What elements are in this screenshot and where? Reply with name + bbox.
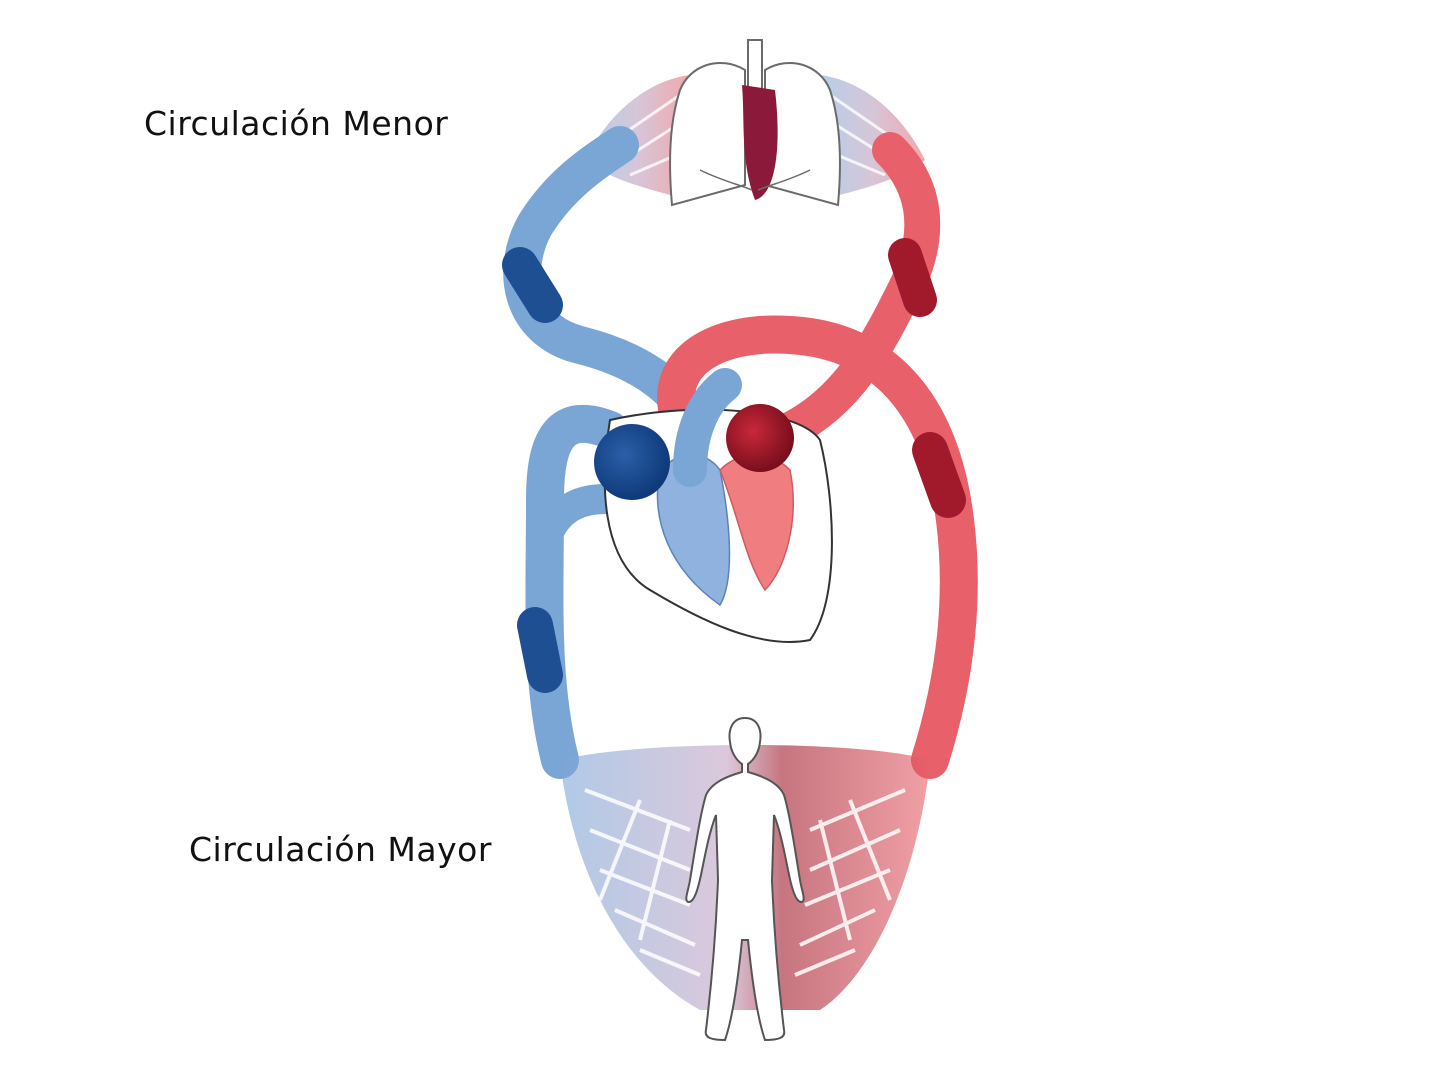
human-figure-icon — [685, 716, 805, 1042]
pulmonary-vessels — [502, 126, 941, 448]
heart-icon — [594, 368, 833, 643]
pulmonary-circulation-label: Circulación Menor — [144, 104, 449, 143]
systemic-circulation-label: Circulación Mayor — [189, 830, 492, 869]
lungs-icon — [669, 39, 841, 207]
